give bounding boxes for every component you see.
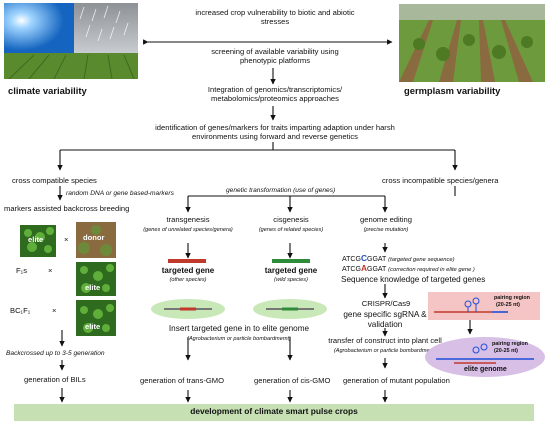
footer-banner xyxy=(14,404,534,421)
cis-gmo-label: generation of cis-GMO xyxy=(254,376,331,385)
red-gene-bar xyxy=(168,259,206,263)
integration-text: Integration of genomics/transcriptomics/… xyxy=(207,85,343,103)
cross-symbol-3: × xyxy=(52,306,57,315)
screening-text: screening of available variability using… xyxy=(211,47,339,65)
climate-variability-label: climate variability xyxy=(8,85,87,96)
sequence-line-1: ATCGCGGAT (targeted gene sequence) xyxy=(342,253,455,263)
sequence-line-2: ATCGAGGAT (correction required in elite … xyxy=(342,263,475,273)
cross-compatible-label: cross compatible species xyxy=(12,176,97,185)
validation-label: validation xyxy=(367,320,403,329)
sgrna-label: gene specific sgRNA & xyxy=(343,310,427,319)
transfer-label: transfer of construct into plant cell xyxy=(328,336,442,345)
cross-symbol-1: × xyxy=(64,235,69,244)
vulnerability-text: increased crop vulnerability to biotic a… xyxy=(195,8,355,26)
pairing-region-label-2: pairing region xyxy=(492,341,528,347)
sequence-knowledge-label: Sequence knowledge of targeted genes xyxy=(341,275,486,284)
genome-editing-sub: (precise mutation) xyxy=(363,227,409,233)
bils-label: generation of BILs xyxy=(24,375,86,384)
f1-label: F₁s xyxy=(16,266,27,275)
backcrossed-label: Backcrossed up to 3-5 generation xyxy=(6,350,105,357)
pairing-length-label-2: (20-25 nt) xyxy=(494,348,518,354)
climate-photo xyxy=(4,3,138,79)
identification-text: identification of genes/markers for trai… xyxy=(155,123,395,141)
cross-incompatible-label: cross incompatible species/genera xyxy=(382,176,499,185)
cisgenesis-gene-sub: (wild species) xyxy=(274,277,308,283)
elite-label-2: elite xyxy=(85,283,101,292)
transgenesis-gene-label: targeted gene xyxy=(161,266,215,275)
elite-plant-photo-2: elite xyxy=(76,262,116,296)
cisgenesis-gene-label: targeted gene xyxy=(264,266,318,275)
transgenesis-sub: (genes of unrelated species/genera) xyxy=(143,227,233,233)
insert-gene-title: Insert targeted gene in to elite genome xyxy=(168,324,310,333)
germplasm-variability-label: germplasm variability xyxy=(404,85,501,96)
mab-title: markers assisted backcross breeding xyxy=(4,204,130,213)
elite-genome-label: elite genome xyxy=(464,366,507,373)
transfer-sub: (Agrobacterium or particle bombardment) xyxy=(333,348,437,354)
trans-gmo-label: generation of trans-GMO xyxy=(140,376,224,385)
elite-label-1: elite xyxy=(28,235,44,244)
genetic-transformation-label: genetic transformation (use of genes) xyxy=(226,187,336,194)
cisgenesis-ellipse xyxy=(253,299,327,319)
elite-label-3: elite xyxy=(85,322,101,331)
elite-plant-photo-3: elite xyxy=(76,300,116,336)
transgenesis-gene-sub: (other species) xyxy=(169,277,207,283)
germplasm-photo xyxy=(399,4,545,82)
cross-symbol-2: × xyxy=(48,266,53,275)
donor-plant-photo: donor xyxy=(76,222,116,258)
crispr-label: CRISPR/Cas9 xyxy=(361,299,411,308)
random-dna-label: random DNA or gene based-markers xyxy=(66,190,174,197)
genome-editing-title: genome editing xyxy=(360,215,412,224)
bc1f1-label: BC₁F₁ xyxy=(10,306,31,315)
sgrna-structure-icon xyxy=(434,297,508,313)
insert-gene-sub: (Agrobacterium or particle bombardmemt) xyxy=(187,336,291,342)
elite-plant-photo-1: elite xyxy=(20,225,56,257)
elite-genome-ellipse: pairing region (20-25 nt) elite genome xyxy=(424,336,546,378)
transgenesis-ellipse xyxy=(151,299,225,319)
mutant-population-label: generation of mutant population xyxy=(343,376,450,385)
pairing-length-label-1: (20-25 nt) xyxy=(496,302,520,308)
green-gene-bar xyxy=(272,259,310,263)
donor-label: donor xyxy=(83,233,105,242)
sgrna-box: pairing region (20-25 nt) xyxy=(428,292,540,320)
cisgenesis-title: cisgenesis xyxy=(273,215,309,224)
pairing-region-label-1: pairing region xyxy=(494,295,530,301)
footer-label: development of climate smart pulse crops xyxy=(190,406,358,416)
transgenesis-title: transgenesis xyxy=(166,215,210,224)
cisgenesis-sub: (genes of related species) xyxy=(258,227,324,233)
